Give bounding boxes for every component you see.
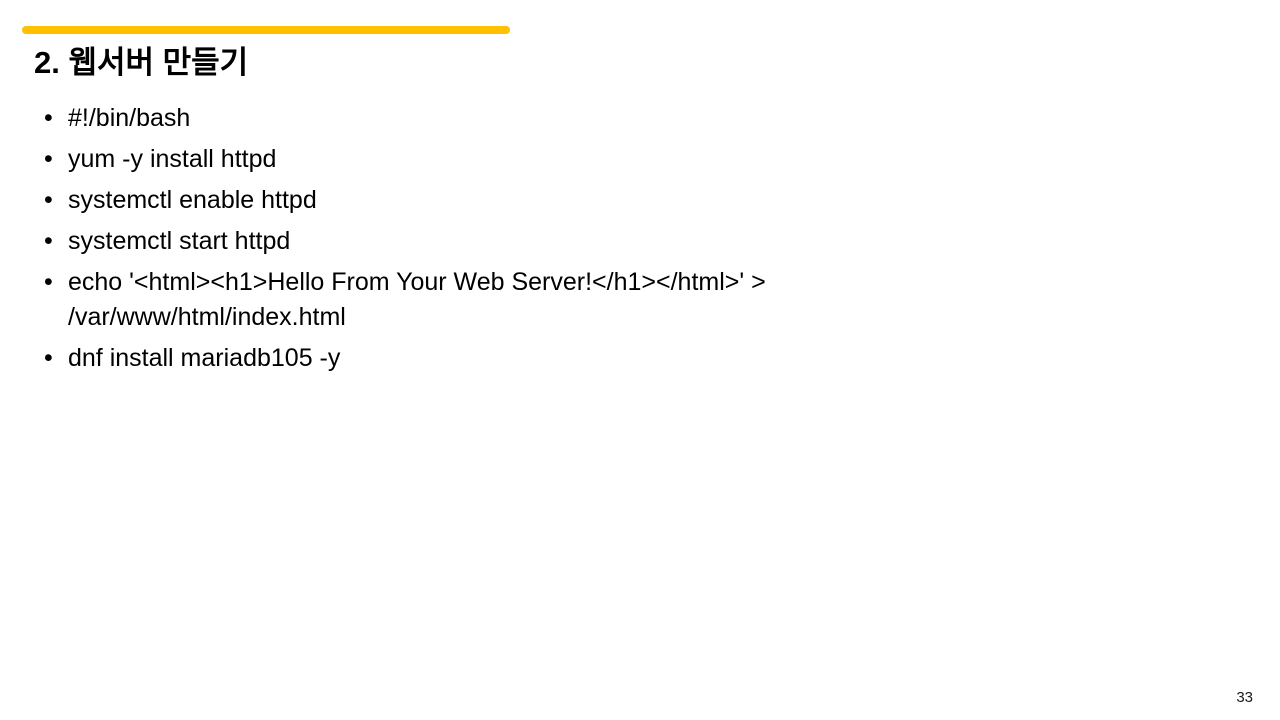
bullet-text: systemctl enable httpd <box>68 186 317 214</box>
bullet-icon: • <box>44 104 53 132</box>
bullet-icon: • <box>44 145 53 173</box>
bullet-icon: • <box>44 268 53 296</box>
bullet-item: • #!/bin/bash <box>44 101 940 136</box>
page-number: 33 <box>1236 689 1253 706</box>
bullet-text: echo '<html><h1>Hello From Your Web Serv… <box>68 268 766 331</box>
bullet-item: • echo '<html><h1>Hello From Your Web Se… <box>44 265 940 335</box>
bullet-text: dnf install mariadb105 -y <box>68 344 341 372</box>
bullet-item: • yum -y install httpd <box>44 142 940 177</box>
bullet-icon: • <box>44 344 53 372</box>
slide-title: 2. 웹서버 만들기 <box>34 45 249 80</box>
bullet-text: #!/bin/bash <box>68 104 191 132</box>
accent-bar <box>22 26 510 34</box>
bullet-item: • dnf install mariadb105 -y <box>44 341 940 376</box>
bullet-icon: • <box>44 186 53 214</box>
bullet-icon: • <box>44 227 53 255</box>
bullet-item: • systemctl enable httpd <box>44 183 940 218</box>
bullet-text: systemctl start httpd <box>68 227 291 255</box>
bullet-item: • systemctl start httpd <box>44 224 940 259</box>
bullet-list: • #!/bin/bash • yum -y install httpd • s… <box>44 101 940 382</box>
bullet-text: yum -y install httpd <box>68 145 277 173</box>
